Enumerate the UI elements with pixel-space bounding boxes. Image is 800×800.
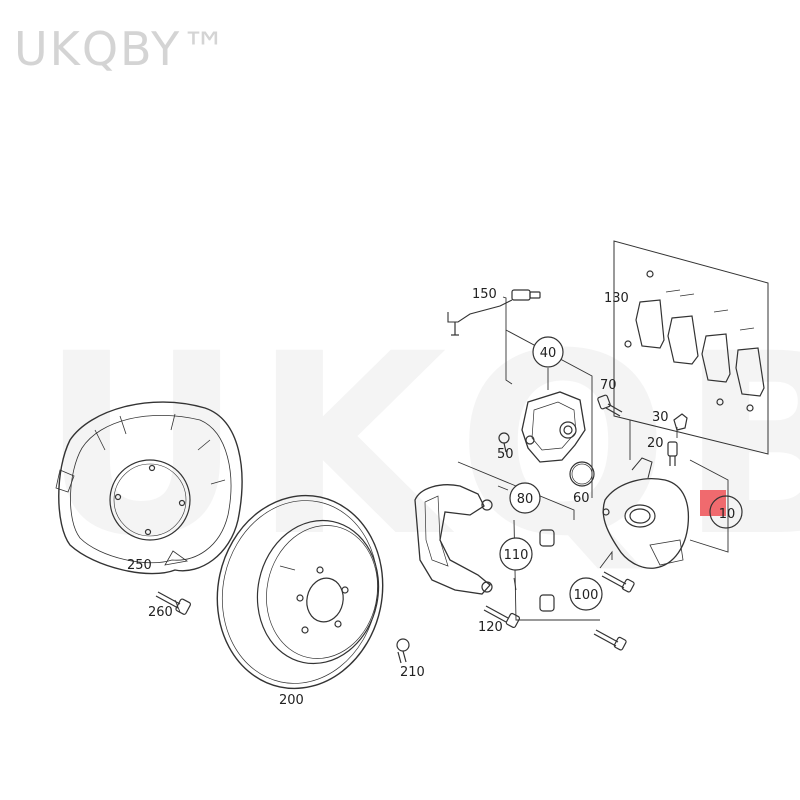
brake-pad-kit-part — [613, 240, 769, 455]
label-250: 250 — [127, 558, 152, 573]
cap-30-part — [673, 413, 688, 431]
label-20: 20 — [647, 436, 664, 451]
brake-disc-part — [216, 494, 384, 690]
callout-label-110: 110 — [504, 548, 529, 563]
watermark-logo: UKQBY™ — [14, 22, 230, 76]
wear-sensor-150-part — [447, 289, 541, 336]
bolt-260-part — [155, 591, 192, 615]
callout-label-100: 100 — [574, 588, 599, 603]
callout-bubble-110[interactable]: 110 — [499, 537, 533, 571]
bolt-70-part — [597, 394, 623, 417]
screw-50-part — [498, 432, 510, 453]
bolt-100-part — [593, 571, 635, 651]
label-120: 120 — [478, 620, 503, 635]
caliper-carrier-part — [414, 484, 493, 595]
callout-label-10: 10 — [719, 507, 736, 522]
label-30: 30 — [652, 410, 669, 425]
bleed-screw-20-part — [667, 441, 678, 466]
label-60: 60 — [573, 491, 590, 506]
brake-caliper-part — [602, 457, 690, 569]
callout-bubble-80[interactable]: 80 — [509, 482, 541, 514]
callout-label-80: 80 — [517, 492, 534, 507]
label-70: 70 — [600, 378, 617, 393]
label-210: 210 — [400, 665, 425, 680]
callout-bubble-100[interactable]: 100 — [569, 577, 603, 611]
label-50: 50 — [497, 447, 514, 462]
parking-brake-actuator-part — [521, 391, 586, 463]
screw-210-part — [396, 638, 410, 664]
label-200: 200 — [279, 693, 304, 708]
callout-bubble-40[interactable]: 40 — [532, 336, 564, 368]
leader-lines — [174, 296, 729, 621]
callout-label-40: 40 — [540, 346, 557, 361]
callout-bubble-10[interactable]: 10 — [709, 495, 743, 529]
label-260: 260 — [148, 605, 173, 620]
label-130: 130 — [604, 291, 629, 306]
guide-bush-110-part — [539, 529, 555, 612]
dust-shield-part — [55, 401, 243, 575]
label-150: 150 — [472, 287, 497, 302]
seal-ring-60-part — [569, 461, 595, 487]
